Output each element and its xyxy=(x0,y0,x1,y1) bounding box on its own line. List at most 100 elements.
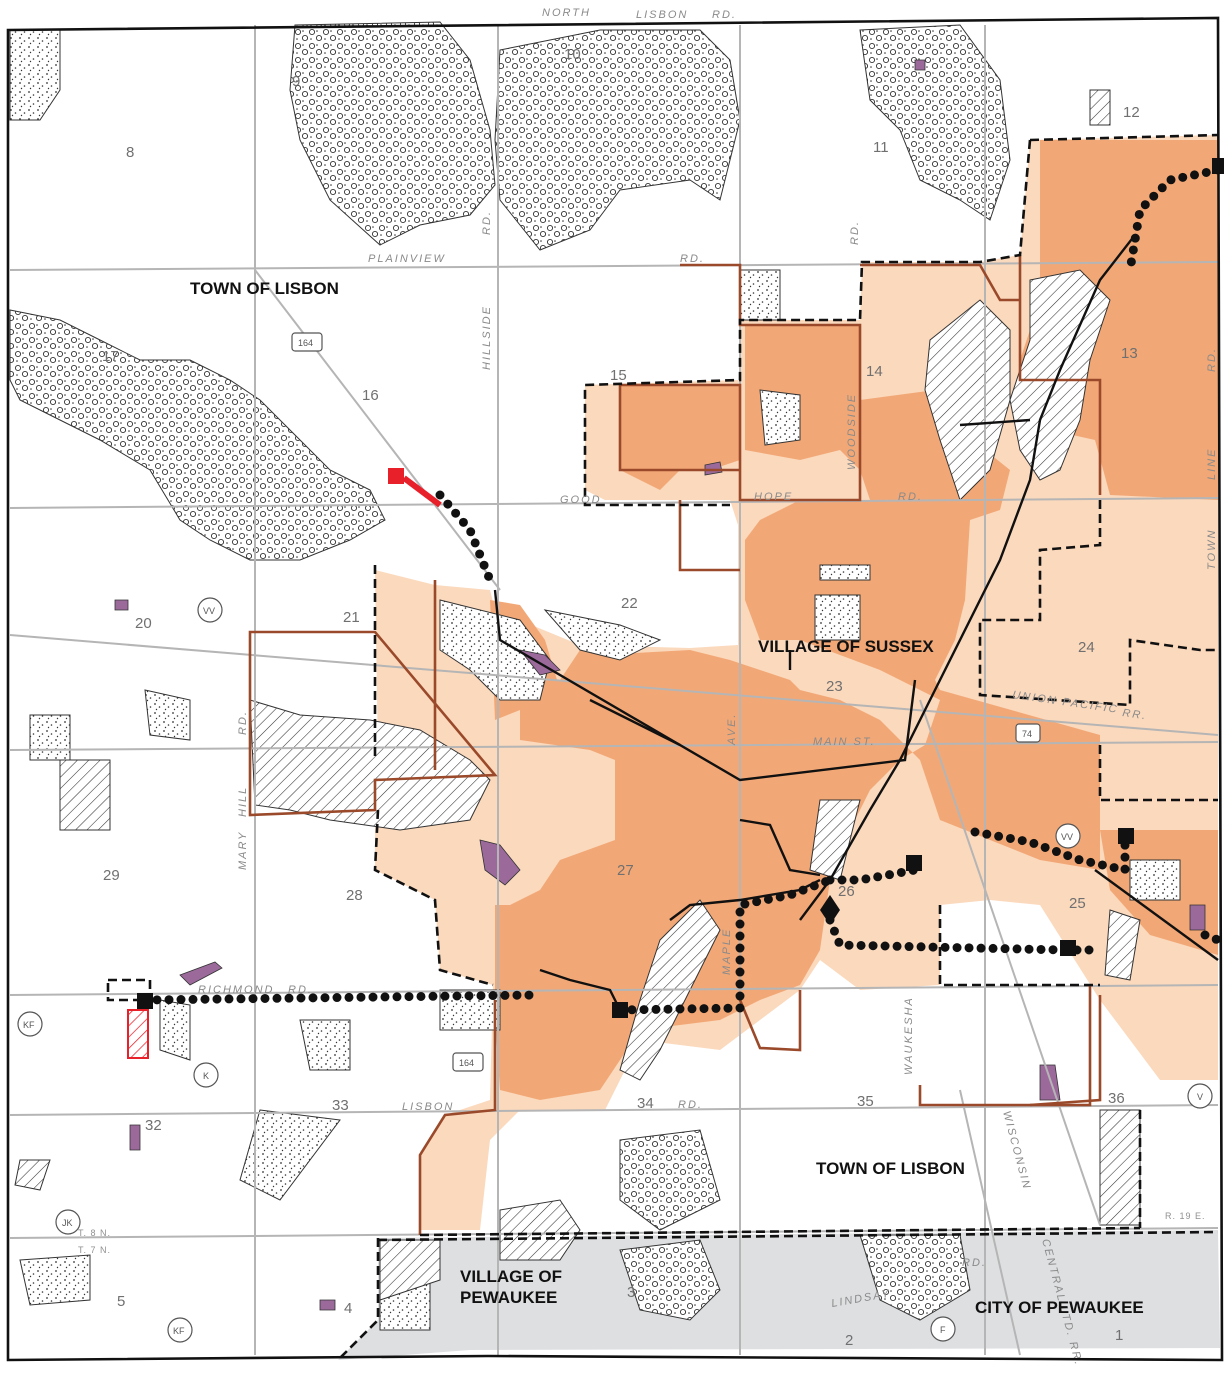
shield-vv-b: VV xyxy=(1055,823,1081,849)
wetland-patch xyxy=(114,599,129,611)
svg-text:164: 164 xyxy=(298,338,313,348)
shield-164-a: 164 xyxy=(291,332,323,352)
stipple-area xyxy=(29,714,71,761)
svg-text:F: F xyxy=(940,1325,946,1335)
section-8: 8 xyxy=(126,144,134,161)
road-grid xyxy=(9,25,1219,1356)
wetland-patch xyxy=(914,59,926,71)
road-label-town: TOWN xyxy=(1206,529,1218,570)
sewer-area-dark xyxy=(495,325,1100,1100)
section-3: 3 xyxy=(627,1284,635,1301)
hatched-area xyxy=(249,699,491,831)
label-town-lisbon-south: TOWN OF LISBON xyxy=(816,1159,965,1178)
hatched-area xyxy=(1099,1109,1141,1226)
section-numbers: 1 2 3 4 5 8 9 10 11 12 13 14 15 16 17 20… xyxy=(102,46,1140,1349)
municipal-boundaries xyxy=(248,255,1102,1235)
route-shields: 164 164 74 VV VV KF KF K JK V F xyxy=(17,332,1213,1343)
hatched-area xyxy=(924,299,1011,501)
grid-label-r19e: R. 19 E. xyxy=(1165,1211,1206,1221)
section-5: 5 xyxy=(117,1293,125,1310)
section-34: 34 xyxy=(637,1095,654,1112)
section-29: 29 xyxy=(103,867,120,884)
road-label-north: NORTH xyxy=(542,7,591,19)
section-14: 14 xyxy=(866,363,883,380)
svg-text:74: 74 xyxy=(1022,729,1032,739)
woodland-area xyxy=(859,24,1011,221)
grid-labels: T. 8 N. T. 7 N. R. 19 E. xyxy=(78,1211,1206,1255)
road-label-woodside: WOODSIDE xyxy=(846,393,858,470)
woodland-area xyxy=(619,1239,721,1321)
section-27: 27 xyxy=(617,862,634,879)
svg-text:VV: VV xyxy=(203,606,215,616)
section-16: 16 xyxy=(362,387,379,404)
hatched-area xyxy=(59,759,111,831)
svg-text:164: 164 xyxy=(459,1058,474,1068)
road-label-richmond-rd: RD. xyxy=(288,984,313,996)
label-village-sussex: VILLAGE OF SUSSEX xyxy=(758,637,934,656)
section-33: 33 xyxy=(332,1097,349,1114)
label-village-pewaukee-2: PEWAUKEE xyxy=(460,1288,557,1307)
woodland-area xyxy=(9,309,386,561)
road-label-richmond: RICHMOND xyxy=(198,984,275,996)
road-label-plainview: PLAINVIEW xyxy=(368,253,446,265)
section-36: 36 xyxy=(1108,1090,1125,1107)
stipple-area xyxy=(739,269,781,321)
woodland-area xyxy=(439,599,551,701)
road-label-lindsay-rd: RD. xyxy=(962,1257,987,1269)
wetland-patch xyxy=(1189,904,1206,931)
wetland-patch xyxy=(179,961,223,986)
svg-text:JK: JK xyxy=(62,1218,73,1228)
shield-k: K xyxy=(193,1062,219,1088)
road-label-main-st: MAIN ST. xyxy=(813,736,876,748)
hatched-area xyxy=(1104,909,1141,981)
section-15: 15 xyxy=(610,367,627,384)
wetland-patch xyxy=(129,1124,141,1151)
svg-text:KF: KF xyxy=(173,1326,185,1336)
grid-label-t7n: T. 7 N. xyxy=(78,1245,111,1255)
section-2: 2 xyxy=(845,1332,853,1349)
road-label-plainview-rd: RD. xyxy=(680,253,705,265)
stipple-area xyxy=(299,1019,351,1071)
section-23: 23 xyxy=(826,678,843,695)
section-11: 11 xyxy=(873,139,889,156)
shield-vv-a: VV xyxy=(197,597,223,623)
stipple-area xyxy=(19,1254,91,1306)
woodland-area xyxy=(619,1129,721,1231)
road-label-mary: MARY xyxy=(237,831,249,870)
section-35: 35 xyxy=(857,1093,874,1110)
hatched-area xyxy=(1009,269,1111,481)
stipple-area xyxy=(159,999,191,1061)
section-9: 9 xyxy=(292,73,300,90)
section-1: 1 xyxy=(1115,1327,1123,1344)
section-21: 21 xyxy=(343,609,360,626)
road-label-rr: RR. xyxy=(1122,707,1148,722)
road-label-lisbon-top: LISBON xyxy=(636,9,688,21)
sewer-main-lines xyxy=(493,234,1219,1011)
shield-74: 74 xyxy=(1015,723,1041,743)
section-32: 32 xyxy=(145,1117,162,1134)
svg-text:KF: KF xyxy=(23,1020,35,1030)
road-label-hope-rd: RD. xyxy=(898,491,923,503)
wetland-patch xyxy=(319,1299,336,1311)
map-border xyxy=(6,16,1224,1362)
section-10: 10 xyxy=(564,46,581,63)
road-label-rd-top: RD. xyxy=(712,9,737,21)
road-label-ave: AVE. xyxy=(726,713,738,746)
hatched-area xyxy=(1089,89,1111,126)
municipality-labels: TOWN OF LISBON VILLAGE OF SUSSEX TOWN OF… xyxy=(190,279,1144,1317)
pump-stations xyxy=(137,158,1224,1018)
road-label-waukesha: WAUKESHA xyxy=(903,996,915,1075)
woodland-area xyxy=(494,29,741,251)
section-20: 20 xyxy=(135,615,152,632)
woodland-area xyxy=(543,609,662,661)
section-28: 28 xyxy=(346,887,363,904)
label-city-pewaukee: CITY OF PEWAUKEE xyxy=(975,1298,1144,1317)
shield-jk: JK xyxy=(55,1209,81,1235)
shield-v: V xyxy=(1187,1083,1213,1109)
road-label-rd-line: RD. xyxy=(1206,347,1218,372)
road-label-good: GOOD xyxy=(560,494,602,506)
stipple-area xyxy=(759,389,801,446)
section-22: 22 xyxy=(621,595,638,612)
stipple-area xyxy=(1129,859,1181,901)
